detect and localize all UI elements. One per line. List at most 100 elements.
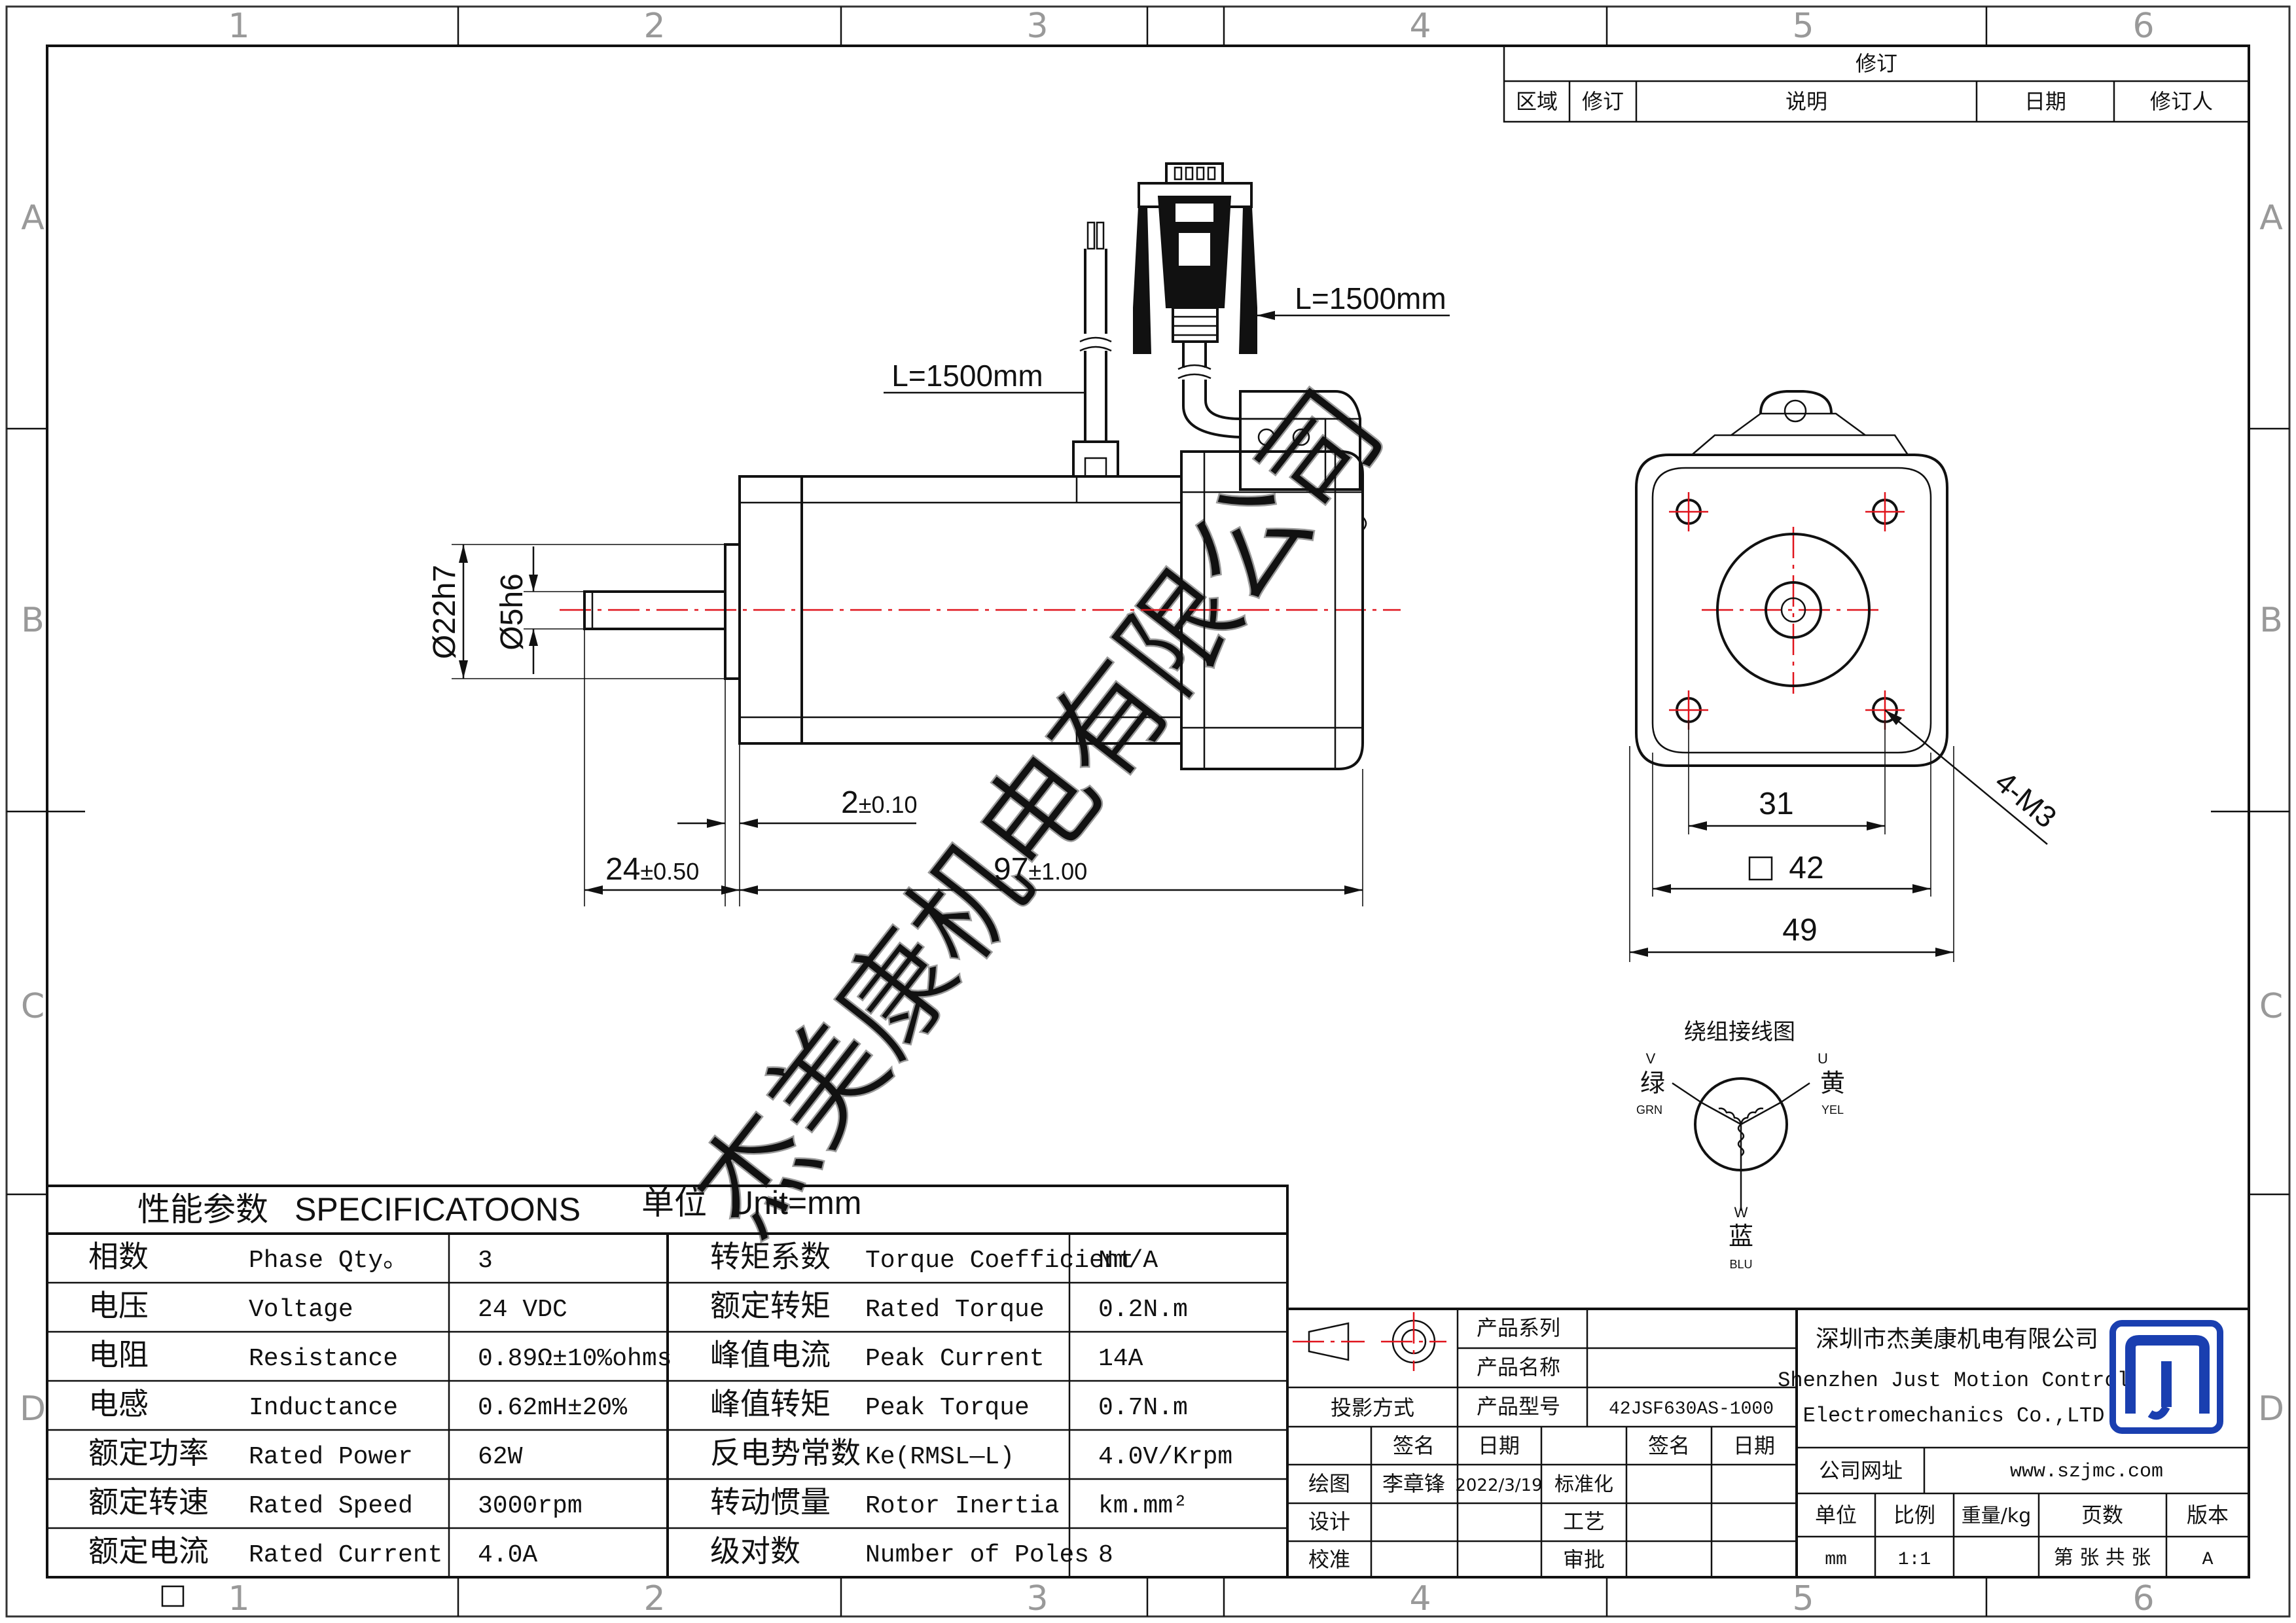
dim-flange-offset: 2±0.10 [841,785,918,820]
square-symbol [1748,856,1773,881]
spec-label-en: Rated Power [249,1443,413,1471]
approve-label: 审批 [1563,1547,1605,1572]
power-cable-length: L=1500mm [891,359,1043,393]
encoder-db-connector [1133,162,1257,354]
revision-block: 修订 区域 修订 说明 日期 修订人 [1503,45,2250,123]
spec-label-cn: 相数 [88,1239,149,1274]
spec-label-cn: 反电势常数 [710,1435,861,1471]
spec-value: 4.0V/Krpm [1098,1443,1232,1471]
zone-row-a: A [21,198,45,238]
projection-symbol [1293,1312,1446,1371]
encoder-connector-box [1239,390,1361,491]
spec-value: 0.2N.m [1098,1296,1188,1324]
dim-square-size: 42 [1789,851,1823,885]
weight-label: 重量/kg [1962,1505,2032,1527]
zone-row-c-right: C [2259,987,2283,1026]
zone-row-b: B [21,601,45,640]
revision-header-rev: 修订 [1582,89,1624,114]
spec-title-cn: 性能参数 [137,1190,268,1228]
spec-label-en: Voltage [249,1296,353,1324]
zone-col-4-bottom: 4 [1409,1579,1431,1618]
zone-col-3-bottom: 3 [1026,1579,1048,1618]
website: www.szjmc.com [2010,1461,2163,1483]
dim-housing-diameter: Ø22h7 [427,565,462,659]
power-cable [1084,351,1107,442]
spec-value: Nm/A [1098,1247,1158,1275]
winding-u-cn: 黄 [1820,1069,1845,1097]
zone-col-4: 4 [1409,7,1431,46]
zone-col-6: 6 [2132,7,2154,46]
spec-unit-label: 单位 [641,1184,707,1222]
spec-value: 0.62mH±20% [478,1394,627,1422]
revision-title: 修订 [1856,51,1897,76]
sign-label-2: 签名 [1648,1433,1690,1458]
zone-row-d: D [20,1389,46,1429]
pages-value: 第 张 共 张 [2054,1546,2151,1569]
scale-value: 1:1 [1898,1550,1931,1570]
spec-label-cn: 额定电流 [88,1533,209,1569]
zone-col-1-bottom: 1 [228,1579,249,1618]
spec-value: 3000rpm [478,1492,583,1520]
revision-header-desc: 说明 [1785,89,1827,114]
spec-unit-value: Unit=mm [730,1185,861,1221]
zone-col-6-bottom: 6 [2132,1579,2154,1618]
drawn-label: 绘图 [1308,1471,1350,1496]
zone-col-5: 5 [1792,7,1814,46]
pilot-circle [1716,533,1871,687]
winding-w-letter: W [1734,1204,1748,1221]
revision-header-date: 日期 [2024,89,2066,114]
winding-u-en: YEL [1821,1103,1844,1116]
date-label-2: 日期 [1733,1433,1775,1458]
winding-title: 绕组接线图 [1684,1019,1795,1045]
process-label: 工艺 [1563,1509,1605,1534]
zone-col-5-bottom: 5 [1792,1579,1814,1618]
scale-label: 比例 [1893,1503,1935,1527]
product-series-label: 产品系列 [1477,1315,1560,1340]
motor-side-view: L=1500mm L=1500mm [560,162,1450,770]
spec-label-cn: 额定转矩 [710,1288,831,1323]
pages-label: 页数 [2081,1503,2123,1527]
product-name-label: 产品名称 [1477,1355,1560,1380]
zone-row-a-right: A [2259,198,2283,238]
spec-label-cn: 电感 [88,1386,149,1421]
encoder-cable [1182,380,1241,438]
dim-mount-holes: 4-M3 [1989,764,2064,834]
dim-body-length: 97±1.00 [994,852,1087,887]
product-model-label: 产品型号 [1477,1394,1560,1419]
spec-value: 0.89Ω±10%ohms [478,1345,672,1373]
dim-overall-width: 49 [1782,913,1817,948]
spec-table: 性能参数 SPECIFICATOONS 单位 Unit=mm 相数 Phase Q… [46,1184,1289,1578]
spec-value: 14A [1098,1345,1143,1373]
revision-header-zone: 区域 [1516,89,1558,114]
company-name-en-2: Electromechanics Co.,LTD [1803,1404,2105,1428]
spec-label-cn: 峰值转矩 [710,1386,831,1421]
spec-value: 8 [1098,1541,1113,1569]
unit-label: 单位 [1815,1503,1857,1527]
mounting-holes [1669,492,1905,730]
spec-label-en: Peak Torque [865,1394,1030,1422]
spec-label-cn: 电压 [88,1288,149,1323]
zone-row-b-right: B [2259,601,2283,640]
watermark-text: 杰美康机电有限公司 [670,366,1409,1260]
pilot-boss [724,543,741,680]
spec-value: 0.7N.m [1098,1394,1188,1422]
spec-label-en: Number of Poles [865,1541,1089,1569]
spec-label-en: Phase Qty。 [249,1247,408,1275]
winding-v-en: GRN [1636,1103,1662,1116]
side-view-dimensions: Ø22h7 Ø5h6 2±0.10 24±0.50 97±1.00 [427,544,1363,906]
zone-col-3: 3 [1026,7,1048,46]
dim-shaft-diameter: Ø5h6 [495,573,529,650]
drawn-by: 李章锋 [1382,1471,1445,1496]
spec-value: km.mm² [1098,1492,1188,1520]
zone-row-d-right: D [2258,1389,2284,1429]
spec-title-en: SPECIFICATOONS [295,1191,581,1228]
front-view-dimensions: 31 42 49 [1629,720,1954,962]
winding-w-en: BLU [1729,1258,1752,1271]
winding-v-letter: V [1646,1050,1656,1067]
spec-label-cn: 电阻 [88,1337,149,1372]
spec-label-cn: 转动惯量 [710,1484,831,1520]
power-cable-gland [1072,440,1119,478]
spec-value: 24 VDC [478,1296,567,1324]
dim-hole-spacing: 31 [1759,787,1793,821]
